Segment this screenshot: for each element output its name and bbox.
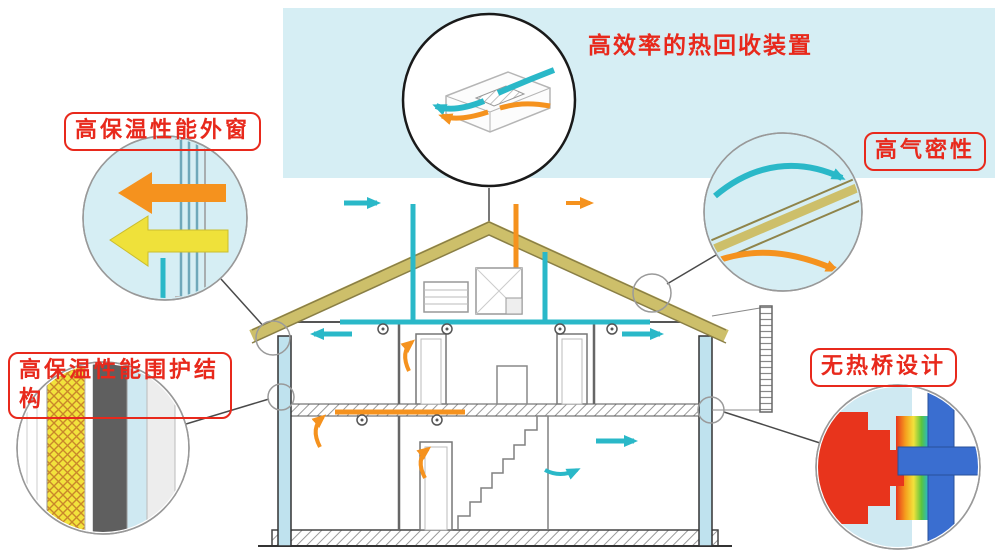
connection-marker [632,273,672,313]
leader-window [220,278,267,330]
heat-arrow-yellow [109,215,229,267]
stairs [457,415,549,530]
ground-slab [271,529,719,547]
label-airtightness: 高气密性 [864,132,987,171]
label-insulated-window: 高保温性能外窗 [64,112,262,151]
heat-recovery-unit [423,267,523,315]
wall-section-illustration [19,364,176,532]
leader-airtightness [666,254,717,285]
left-wall [277,335,292,547]
structure-cold-member [897,446,978,476]
airflow-arrow-orange [712,249,840,273]
door-leaf [420,338,442,405]
house-cross-section [249,197,773,547]
leader-thermal-bridge [723,411,821,444]
airflow-arrow-orange [416,446,432,479]
heat-arrow-orange [118,172,226,214]
connection-markers [255,273,725,424]
label-heat-recovery: 高效率的热回收装置 [588,33,813,59]
airflow-arrow-teal [713,162,846,199]
door-leaf [424,446,448,531]
callout-heat-recovery [401,12,577,188]
label-insulated-envelope: 高保温性能围护结构 [8,352,232,420]
insulation-layer [46,364,86,532]
ceiling-vent [377,323,389,335]
connection-marker [697,396,725,424]
connection-marker [267,383,295,411]
label-no-thermal-bridge: 无热桥设计 [810,348,958,387]
callout-envelope [16,361,190,535]
airflow-arrow-orange [311,414,327,448]
roof [249,220,729,344]
thermal-hot-zone [818,412,904,524]
ceiling-vents [356,323,618,426]
doors [415,333,588,531]
airflow-arrow-orange [400,339,416,372]
door-leaf [561,338,583,405]
interior-walls [397,322,596,530]
right-wall [698,335,713,547]
callout-airtightness [703,132,863,292]
ceiling-vent [606,323,618,335]
sky-background [283,8,995,178]
airflow-arrows [310,328,664,480]
heat-recovery-illustration [432,67,556,133]
interior-window [496,365,528,405]
ventilation-ducts [335,204,650,415]
ceiling-vent [554,323,566,335]
exterior-duct-panel [759,305,773,413]
callout-thermal-bridge [815,384,981,550]
ceiling-vent [441,323,453,335]
airtightness-illustration [706,162,860,273]
ceiling-vent [356,414,368,426]
callout-window [82,135,248,301]
connection-marker [255,320,291,356]
ceiling-vent [431,414,443,426]
window-illustration [109,138,229,298]
structure-layer [93,364,127,532]
panel-connector [711,307,761,317]
airflow-arrow-teal [544,468,581,480]
